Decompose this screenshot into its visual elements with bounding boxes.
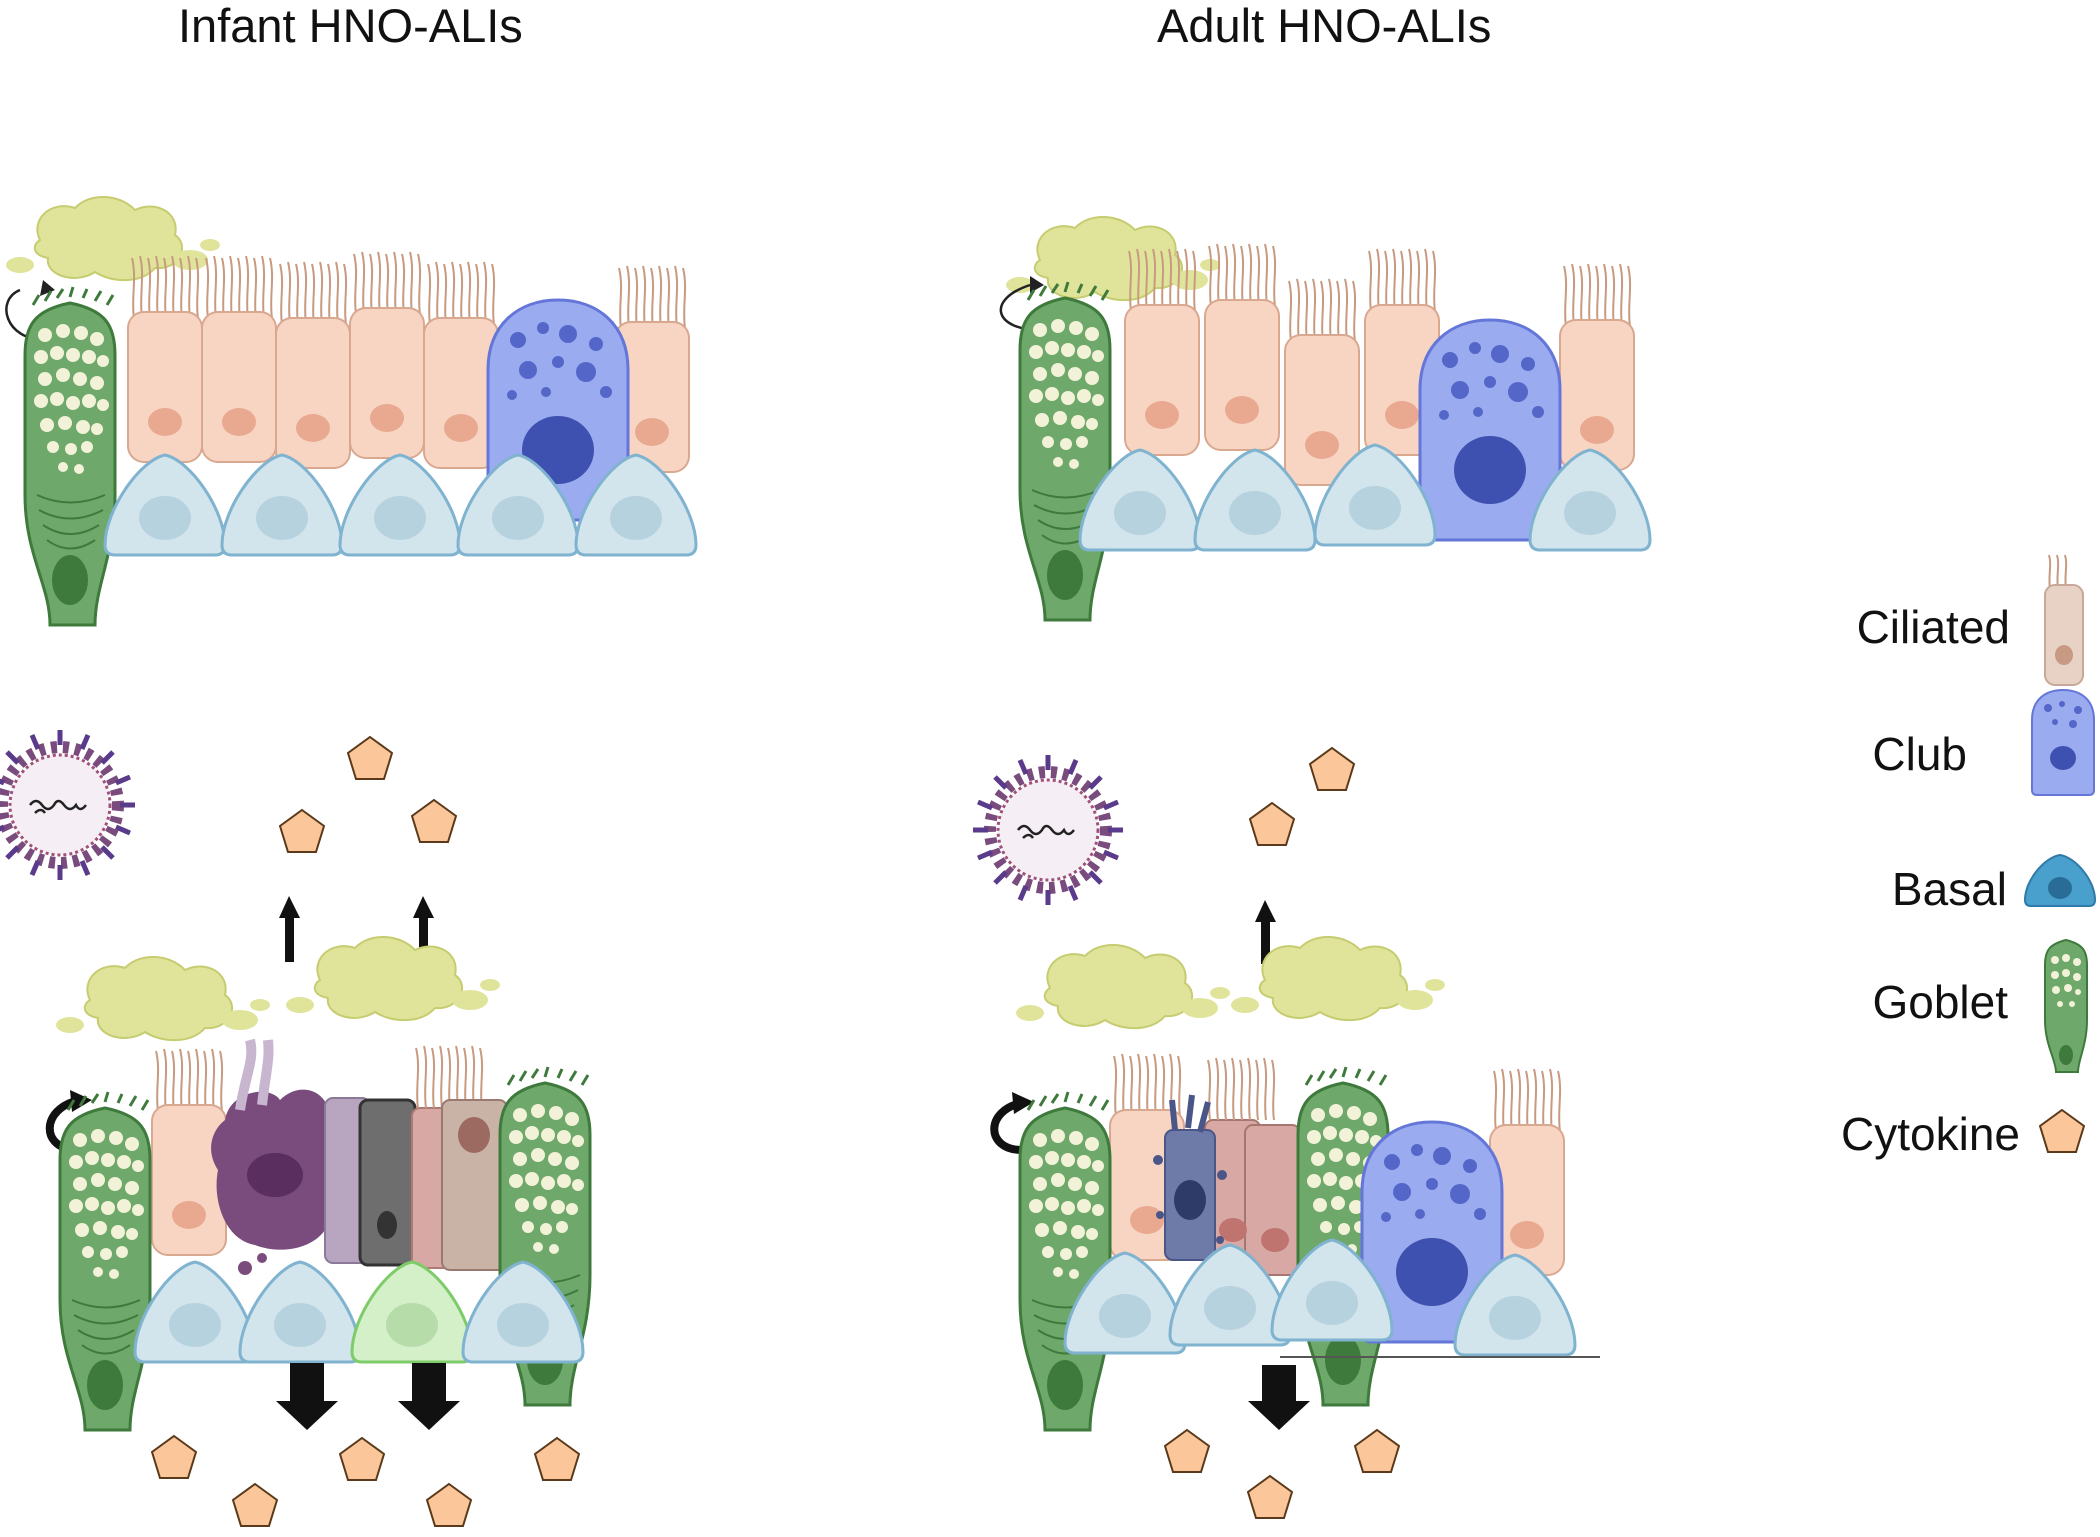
cytokine xyxy=(1249,802,1295,846)
legend-icon-basal xyxy=(2023,853,2097,907)
legend-label-ciliated: Ciliated xyxy=(1856,601,2010,653)
ciliated-cell xyxy=(350,252,424,458)
adult-uninfected-epithelium xyxy=(999,215,1652,622)
basolateral-secretion-arrow xyxy=(398,1363,460,1430)
legend-label-club: Club xyxy=(1872,728,1967,780)
mucus-cloud xyxy=(5,195,221,282)
cytokine xyxy=(339,1437,385,1481)
mucus-arrow xyxy=(990,1099,1024,1154)
mucus-cloud xyxy=(285,935,501,1022)
basolateral-secretion-arrow xyxy=(276,1363,338,1430)
ciliated-cell xyxy=(202,256,276,462)
basal-cell xyxy=(238,1260,362,1364)
legend-icon-club xyxy=(2031,688,2095,796)
cytokine xyxy=(426,1483,472,1527)
goblet-cell xyxy=(58,1090,152,1432)
basal-cell xyxy=(133,1260,257,1364)
legend-label-cytokine: Cytokine xyxy=(1841,1108,2020,1160)
infant-uninfected-epithelium xyxy=(5,195,698,627)
virus-particle xyxy=(973,755,1123,905)
goblet-cell xyxy=(23,285,117,627)
infant-panel-title: Infant HNO-ALIs xyxy=(178,0,523,52)
basal-cell xyxy=(103,453,227,557)
legend-icon-goblet xyxy=(2044,938,2088,1073)
cytokine xyxy=(1309,747,1355,791)
cytokine xyxy=(151,1435,197,1479)
cytokine xyxy=(1354,1429,1400,1473)
infected-dying-cell xyxy=(1153,1094,1227,1261)
ciliated-cell xyxy=(1285,279,1359,485)
cytokine xyxy=(411,799,457,843)
virus-particle xyxy=(0,730,135,880)
cytokine xyxy=(347,736,393,780)
ciliated-cell xyxy=(1560,264,1634,470)
basolateral-secretion-arrow xyxy=(1248,1365,1310,1430)
cytokine xyxy=(1247,1475,1293,1519)
legend-icon-cytokine xyxy=(2039,1109,2085,1153)
apical-secretion-arrow xyxy=(413,896,434,962)
legend xyxy=(2023,554,2097,1153)
infected-cell xyxy=(358,1098,417,1267)
legend-icon-ciliated xyxy=(2044,554,2084,686)
ciliated-cell xyxy=(128,256,202,462)
basal-cell xyxy=(220,453,344,557)
cytokine xyxy=(279,809,325,853)
adult-infected-epithelium xyxy=(973,747,1600,1519)
apical-secretion-arrow xyxy=(279,896,300,962)
mucus-cloud xyxy=(1015,943,1231,1030)
cytokine xyxy=(534,1437,580,1481)
goblet-cell xyxy=(1018,280,1112,622)
goblet-cell xyxy=(1018,1090,1112,1432)
legend-label-goblet: Goblet xyxy=(1872,976,2008,1028)
infected-dying-cell xyxy=(211,1038,344,1275)
ciliated-cell xyxy=(1205,244,1279,450)
infant-infected-epithelium xyxy=(0,730,592,1527)
cilia xyxy=(415,1045,484,1109)
apical-secretion-arrow xyxy=(1255,900,1276,964)
basal-cell xyxy=(338,453,462,557)
cytokine xyxy=(232,1483,278,1527)
ciliated-cell xyxy=(276,262,350,468)
legend-label-basal: Basal xyxy=(1891,863,2007,915)
mucus-cloud xyxy=(55,955,271,1042)
infected-basal-cell xyxy=(350,1260,474,1364)
adult-panel-title: Adult HNO-ALIs xyxy=(1157,0,1492,52)
cytokine xyxy=(1164,1429,1210,1473)
